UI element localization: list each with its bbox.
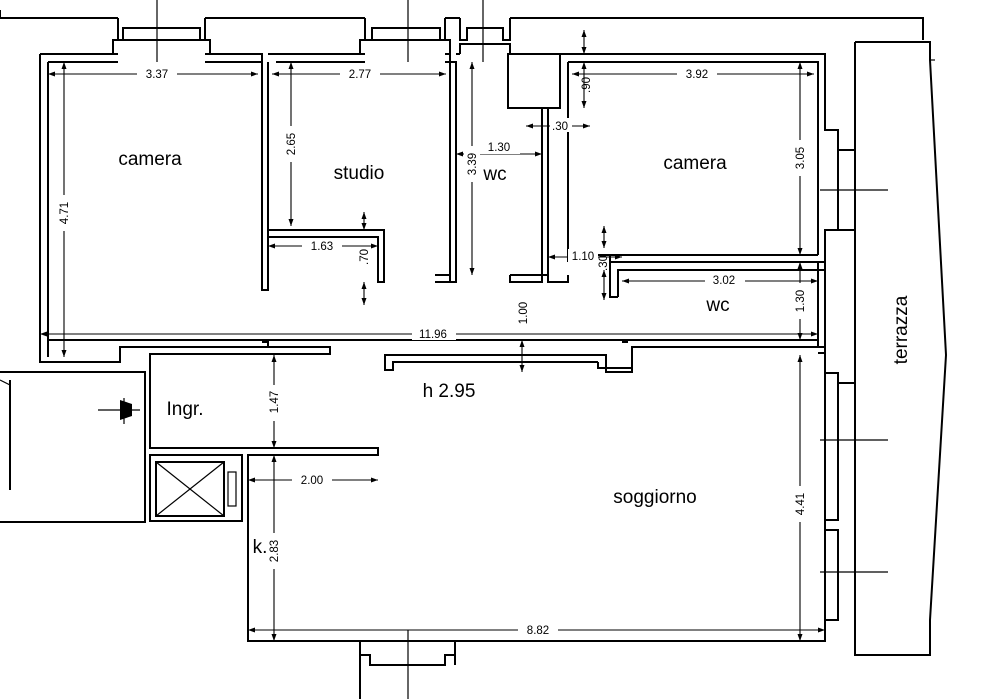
dimension-arrowhead	[811, 331, 818, 337]
dimension-arrowhead	[797, 355, 803, 362]
dim-studio-width: 2.77	[349, 69, 371, 81]
dimension-arrowhead	[797, 634, 803, 641]
interior-walls	[48, 53, 826, 373]
stair-elevator	[0, 371, 243, 523]
dim-overall: 11.96	[419, 329, 447, 341]
room-terrazza: terrazza	[891, 295, 912, 364]
dimension-arrowhead	[61, 350, 67, 357]
dim-studio-closet-depth: .70	[359, 249, 371, 265]
dim-passage: 1.10	[572, 251, 594, 263]
dimension-arrowhead	[361, 212, 367, 219]
dimension-arrowhead	[48, 71, 55, 77]
dim-wc-width: 1.30	[488, 142, 510, 154]
dimension-arrowhead	[797, 333, 803, 340]
dimension-arrowhead	[548, 254, 555, 260]
dimension-arrowhead	[288, 219, 294, 226]
dimension-arrowhead	[572, 71, 579, 77]
ceiling-height: h 2.95	[423, 381, 476, 402]
dimension-arrowhead	[248, 477, 255, 483]
dim-kitchen-depth: 2.83	[269, 540, 281, 562]
dim-wall-thk2: .30	[598, 255, 610, 271]
dimension-arrowhead	[271, 441, 277, 448]
dimension-arrowhead	[371, 243, 378, 249]
dimension-arrowhead	[818, 627, 825, 633]
dimension-arrowhead	[519, 340, 525, 347]
dimension-arrowhead	[456, 151, 463, 157]
dimension-arrowhead	[361, 282, 367, 289]
dimension-arrowhead	[40, 331, 47, 337]
dimension-arrowhead	[251, 71, 258, 77]
dimension-arrows	[40, 30, 825, 641]
dim-camera-right-width: 3.92	[686, 69, 708, 81]
dimension-arrowhead	[811, 278, 818, 284]
room-camera-left: camera	[118, 149, 182, 170]
dim-wall-thk: .30	[552, 121, 568, 133]
dim-camera-left-depth: 4.71	[59, 202, 71, 224]
dim-camera-left-width: 3.37	[146, 69, 168, 81]
dimension-arrowhead	[361, 223, 367, 230]
dimension-arrowhead	[271, 355, 277, 362]
dimension-arrowhead	[581, 30, 587, 37]
dimension-arrowhead	[797, 262, 803, 269]
dimension-arrowhead	[615, 254, 622, 260]
dimension-arrowhead	[361, 298, 367, 305]
room-ingresso: Ingr.	[167, 399, 204, 420]
dimension-arrowhead	[535, 151, 542, 157]
room-kitchen: k.	[253, 537, 268, 558]
dimension-arrowhead	[581, 101, 587, 108]
dimension-arrowhead	[288, 62, 294, 69]
dim-ingresso-depth: 1.47	[269, 391, 281, 413]
dimension-arrowhead	[601, 226, 607, 233]
dim-camera-right-depth: 3.05	[795, 147, 807, 169]
room-wc-right: wc	[705, 295, 729, 316]
dimension-arrowhead	[248, 627, 255, 633]
room-wc-top: wc	[482, 164, 506, 185]
dim-studio-depth: 2.65	[286, 133, 298, 155]
outer-walls	[0, 10, 948, 656]
room-labels: camera studio wc camera wc Ingr. soggior…	[118, 149, 912, 558]
dim-soggiorno-depth: 4.41	[795, 493, 807, 515]
dimension-arrowhead	[519, 365, 525, 372]
dim-wc-depth: 3.39	[467, 153, 479, 175]
dimension-arrowhead	[271, 455, 277, 462]
dimension-arrowhead	[807, 71, 814, 77]
dimension-arrowhead	[371, 477, 378, 483]
dimension-arrowhead	[797, 248, 803, 255]
dimension-arrowhead	[622, 278, 629, 284]
dimension-arrowhead	[526, 123, 533, 129]
dimension-labels: 3.37 2.77 3.92 4.71 2.65 1.63 .70 1.30 3…	[56, 66, 808, 637]
dim-corridor: 1.00	[518, 302, 530, 324]
dimension-arrowhead	[601, 241, 607, 248]
dim-wc-right-width: 3.02	[713, 275, 735, 287]
dimension-arrowhead	[797, 62, 803, 69]
dimension-arrowhead	[272, 71, 279, 77]
dimension-arrowhead	[601, 270, 607, 277]
dim-studio-closet: 1.63	[311, 241, 333, 253]
dimension-arrowhead	[469, 62, 475, 69]
dim-shaft: .90	[581, 77, 593, 93]
dimension-arrowhead	[583, 123, 590, 129]
dim-wc-right-depth: 1.30	[795, 290, 807, 312]
window-bays	[112, 0, 511, 699]
room-camera-right: camera	[663, 153, 727, 174]
dimension-arrowhead	[469, 268, 475, 275]
dim-soggiorno-width: 8.82	[527, 625, 549, 637]
dimension-arrowhead	[439, 71, 446, 77]
room-studio: studio	[334, 163, 385, 184]
dimension-arrowhead	[581, 47, 587, 54]
dimension-arrowhead	[268, 243, 275, 249]
dimension-arrowhead	[61, 62, 67, 69]
dimension-arrowhead	[271, 634, 277, 641]
dimension-arrowhead	[581, 62, 587, 69]
dim-kitchen-width: 2.00	[301, 475, 323, 487]
dimension-arrowhead	[601, 293, 607, 300]
room-soggiorno: soggiorno	[613, 487, 696, 508]
